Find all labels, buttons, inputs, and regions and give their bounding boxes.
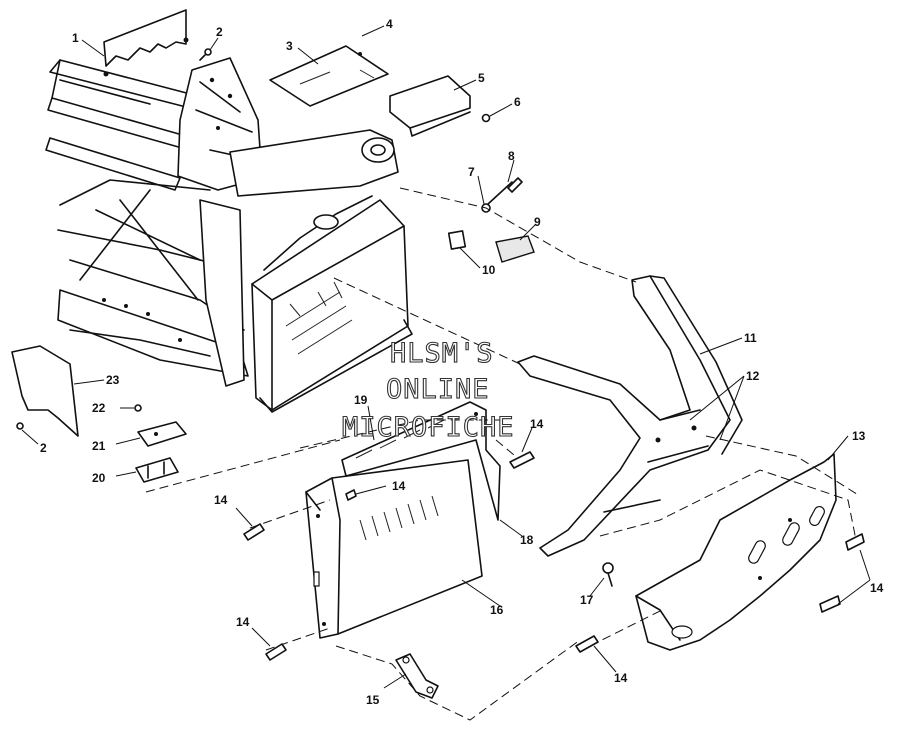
callout-2: 2	[216, 25, 223, 39]
part-15-bracket	[395, 653, 439, 699]
callout-14-right: 14	[870, 581, 884, 595]
part-16-shield	[305, 459, 483, 639]
callout-23: 23	[106, 373, 120, 387]
callout-8: 8	[508, 149, 515, 163]
callout-19: 19	[354, 393, 368, 407]
part-18-19-bracket	[341, 401, 501, 521]
callout-15: 15	[366, 693, 380, 707]
callout-6: 6	[514, 95, 521, 109]
part-11-12-bumper	[517, 275, 743, 557]
part-13-skid	[635, 453, 837, 651]
callout-16: 16	[490, 603, 504, 617]
callout-14-c: 14	[614, 671, 628, 685]
callout-14-e: 14	[530, 417, 544, 431]
hardware	[16, 48, 614, 587]
part-20-21-clips	[135, 421, 187, 483]
leader-lines	[21, 25, 871, 689]
watermark-line-2: ONLINE	[386, 374, 490, 405]
callout-20: 20	[92, 471, 106, 485]
callout-3: 3	[286, 39, 293, 53]
callout-10: 10	[482, 263, 496, 277]
callout-18: 18	[520, 533, 534, 547]
callout-22: 22	[92, 401, 106, 415]
watermark: HLSM'S ONLINE MICROFICHE	[341, 337, 515, 443]
callouts: 1 2 3 4 5 6 7 8 9 10 11 12 13 14 15 16 1…	[40, 17, 884, 707]
watermark-line-1: HLSM'S	[390, 338, 494, 369]
assembly-lines	[145, 187, 861, 721]
part-3-plate	[269, 45, 389, 107]
callout-11: 11	[744, 331, 757, 345]
screws-14	[243, 451, 865, 661]
callout-9: 9	[534, 215, 541, 229]
callout-7: 7	[468, 165, 475, 179]
chassis-frame	[45, 57, 399, 387]
callout-14-a: 14	[214, 493, 228, 507]
part-5-bracket	[389, 75, 471, 137]
part-23-panel	[11, 345, 79, 437]
callout-13: 13	[852, 429, 866, 443]
part-1-plate	[103, 9, 189, 77]
callout-4: 4	[386, 17, 393, 31]
battery-box	[251, 195, 413, 413]
callout-12: 12	[746, 369, 760, 383]
callout-1: 1	[72, 31, 79, 45]
watermark-line-3: MICROFICHE	[342, 412, 515, 443]
callout-21: 21	[92, 439, 106, 453]
callout-5: 5	[478, 71, 485, 85]
callout-2-left: 2	[40, 441, 47, 455]
callout-14-b: 14	[236, 615, 250, 629]
callout-14-d: 14	[392, 479, 406, 493]
callout-17: 17	[580, 593, 594, 607]
